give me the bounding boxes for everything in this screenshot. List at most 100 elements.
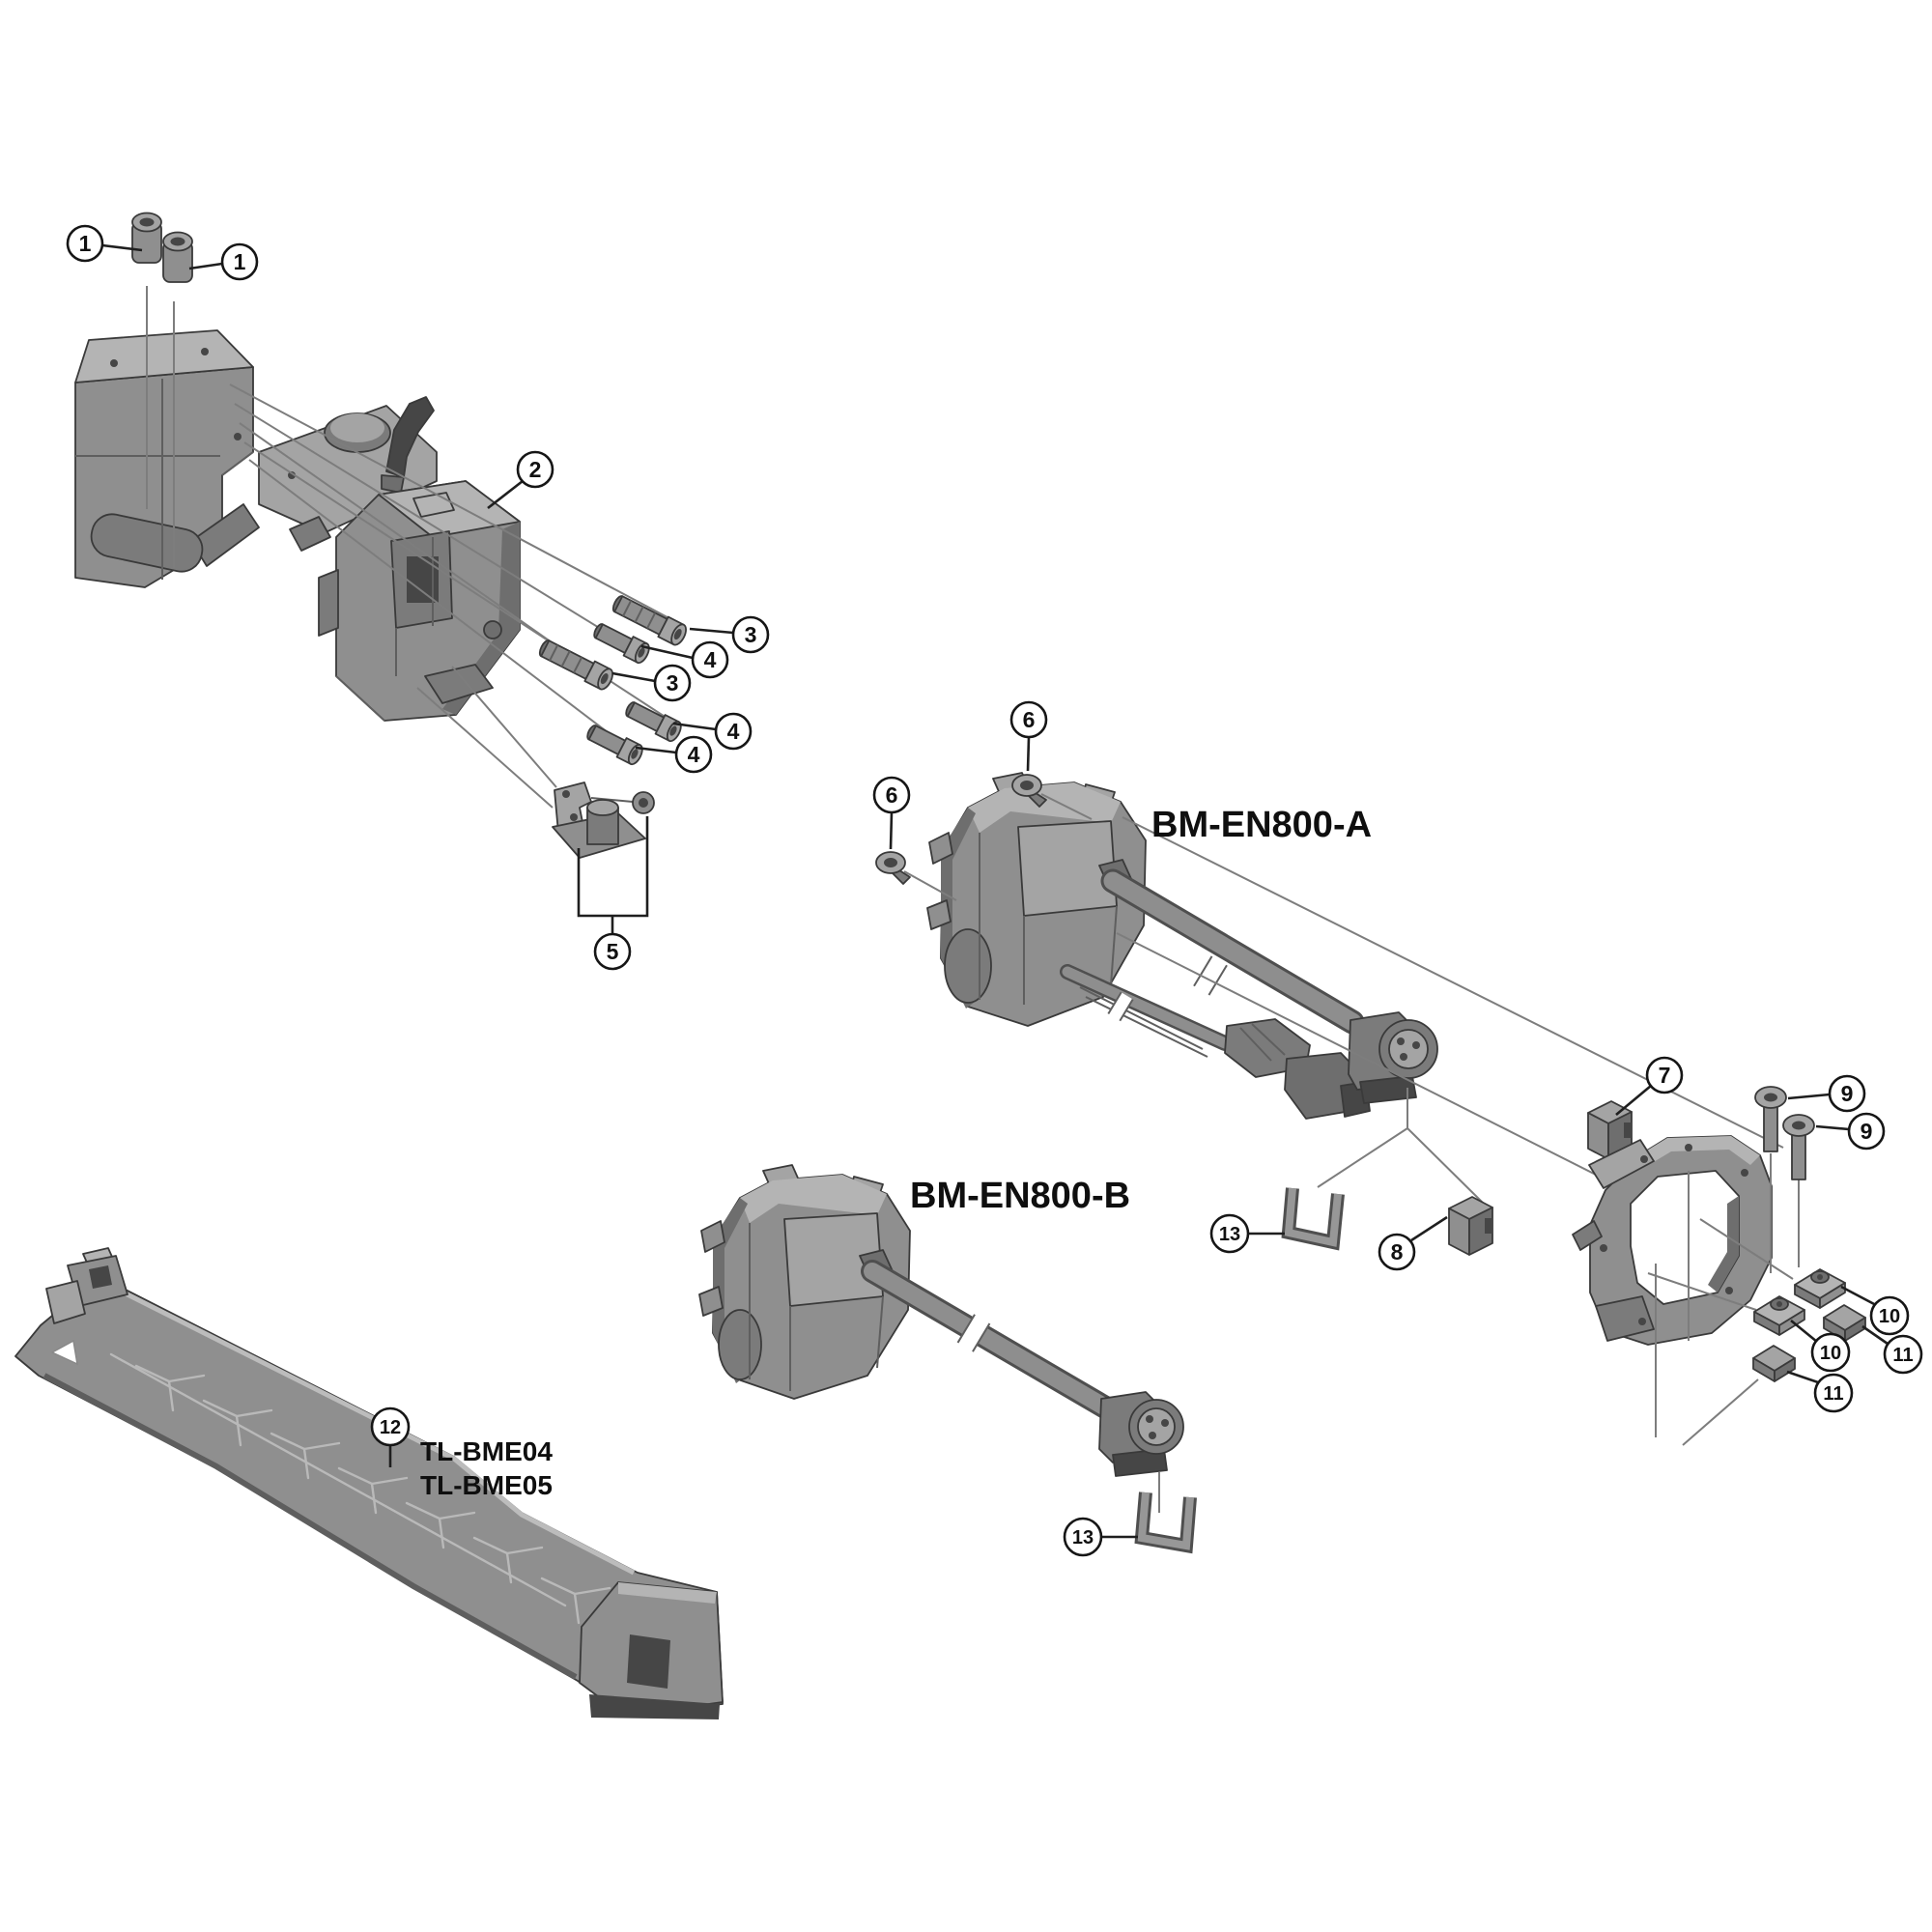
callout-number: 8 <box>1391 1239 1404 1264</box>
square-cap-11b <box>1752 1345 1796 1382</box>
leader-line <box>188 262 223 270</box>
short-screw-4c <box>586 724 643 766</box>
leader-line <box>487 479 524 510</box>
label-tool-line1: TL-BME04 <box>420 1436 553 1466</box>
screw-hole <box>234 433 242 440</box>
leader-line <box>689 627 734 635</box>
tool-rib <box>405 1501 476 1549</box>
mount-a-ear-tabs <box>926 832 953 930</box>
port-pin <box>1161 1419 1169 1427</box>
callout-number: 11 <box>1823 1383 1843 1405</box>
callout-10-b: 10 <box>1810 1332 1851 1373</box>
flange-screw-6a <box>1011 774 1047 808</box>
leader-line <box>640 644 694 660</box>
callout-number: 10 <box>1879 1306 1900 1327</box>
fixing-bolt-1a <box>131 212 162 264</box>
break-ticks <box>1193 955 1228 996</box>
battery-mount-body-part2 <box>318 480 521 722</box>
projection-line <box>239 422 588 668</box>
spacer-block-8 <box>1448 1196 1493 1256</box>
callout-10-a: 10 <box>1869 1295 1910 1336</box>
tool-top-highlight <box>114 1286 636 1576</box>
thread-lines <box>622 600 657 629</box>
callout-number: 6 <box>886 782 898 808</box>
cap-side <box>1774 1357 1796 1382</box>
leader-line <box>1861 1324 1889 1346</box>
label-tool-line2: TL-BME05 <box>420 1470 553 1500</box>
hex-socket <box>631 749 639 759</box>
hex-socket <box>673 628 682 640</box>
projection-line <box>416 687 554 809</box>
callout-number: 11 <box>1892 1345 1913 1366</box>
screw-socket <box>1764 1093 1777 1102</box>
break-gap <box>1108 992 1133 1021</box>
cable-break-mark <box>956 1314 991 1352</box>
clip-body <box>1137 1492 1194 1550</box>
callout-1-b: 1 <box>220 242 259 281</box>
callout-number: 5 <box>607 939 619 964</box>
cord-clip-13a <box>1281 1187 1345 1251</box>
thread-lines <box>549 644 583 673</box>
block-nub <box>1485 1218 1492 1234</box>
frame-top-band <box>1642 1136 1760 1165</box>
projection-line <box>1317 1088 1491 1210</box>
leader-line <box>889 811 894 850</box>
power-cable <box>1103 871 1362 1032</box>
stud-hole <box>1776 1301 1782 1307</box>
callout-13-a: 13 <box>1209 1213 1250 1254</box>
projection-line <box>1682 1378 1759 1446</box>
callout-12: 12 <box>370 1406 411 1447</box>
leader-line <box>101 243 143 252</box>
frame-bottom-foot <box>1595 1295 1655 1342</box>
leader-line <box>672 722 717 731</box>
callout-3-a: 3 <box>731 615 770 654</box>
stopper-screw-socket <box>639 798 648 808</box>
fixing-bolt-1b <box>162 231 193 283</box>
latch-hole <box>288 471 296 479</box>
block-nub <box>1624 1122 1632 1138</box>
callout-number: 4 <box>727 719 740 744</box>
frame-hole <box>1741 1169 1748 1177</box>
screw-head-end <box>666 721 682 743</box>
leader-line <box>1840 1285 1877 1307</box>
thin-wires <box>1079 986 1208 1058</box>
tool-rib <box>472 1536 544 1584</box>
callout-number: 1 <box>79 231 92 256</box>
mount-a-top-band <box>968 782 1121 833</box>
axis-line <box>590 797 634 803</box>
callout-6-a: 6 <box>1009 700 1048 739</box>
cylinder-top <box>586 799 619 816</box>
cable-break-mark <box>1193 955 1228 996</box>
break-gap <box>1194 955 1227 996</box>
hex-socket <box>139 217 155 227</box>
mount-b-top-band <box>740 1175 887 1223</box>
mounting-tool-tl-bme <box>14 1247 724 1719</box>
tool-rib <box>202 1399 273 1447</box>
port-pin <box>1146 1415 1153 1423</box>
flange-screw-6b <box>875 851 911 885</box>
latch-lever-arm <box>385 396 435 478</box>
callout-7: 7 <box>1645 1056 1684 1094</box>
clip-body <box>1284 1187 1342 1247</box>
callout-number: 4 <box>704 647 717 672</box>
callout-number: 6 <box>1023 707 1036 732</box>
mount-frame-ring <box>1572 1135 1773 1346</box>
callout-number: 7 <box>1659 1063 1671 1088</box>
latch-foot <box>289 516 331 552</box>
stopper-unit-part5 <box>552 781 655 933</box>
break-gap <box>957 1314 990 1352</box>
nut-plate-10b <box>1753 1295 1805 1336</box>
projection-line <box>234 403 627 645</box>
callout-9-b: 9 <box>1847 1112 1886 1151</box>
callout-11-a: 11 <box>1883 1334 1923 1375</box>
cable-break-mark <box>1107 991 1134 1022</box>
plate-hole <box>570 813 578 821</box>
callout-1-a: 1 <box>66 224 104 263</box>
leader-line <box>1615 1085 1652 1116</box>
round-port-a-face <box>1388 1029 1429 1069</box>
screw-socket <box>1020 781 1034 790</box>
break-ticks <box>1107 991 1134 1022</box>
callout-number: 13 <box>1219 1224 1240 1245</box>
tool-bottom-shade <box>43 1373 578 1680</box>
callout-number: 2 <box>529 457 542 482</box>
